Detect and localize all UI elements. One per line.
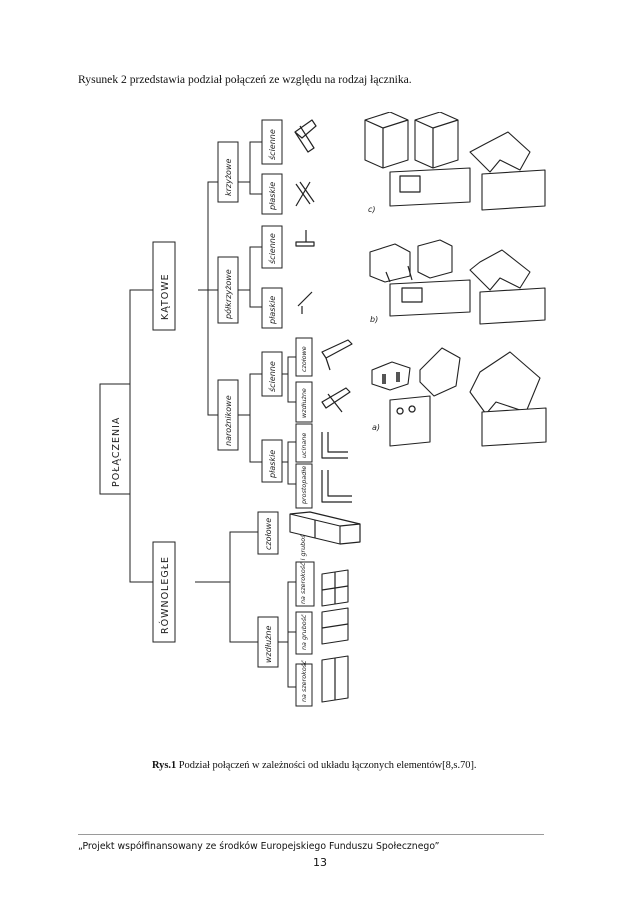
svg-text:na szerokość: na szerokość	[300, 660, 308, 702]
svg-text:prostopadłe: prostopadłe	[300, 466, 308, 505]
leaf-prostopadle: prostopadłe	[295, 463, 313, 509]
row-a-label: a)	[372, 423, 380, 432]
joint-row-a: a)	[371, 347, 547, 447]
sketch-cross-flat	[295, 181, 315, 207]
sketch-cross-wall	[294, 119, 317, 153]
sketch-corner-perp	[321, 470, 352, 503]
leaf-wzdluzne-sub: wzdłużne	[295, 381, 313, 423]
root-label: POŁĄCZENIA	[111, 417, 122, 487]
sub-wzdluzne: wzdłużne	[257, 616, 279, 668]
sketch-corner-long	[321, 387, 351, 413]
sub-polkrzyzowe: półkrzyżowe	[217, 256, 239, 324]
footer-text: „Projekt współfinansowany ze środków Eur…	[78, 841, 440, 852]
leaf-plaskie-3: płaskie	[261, 439, 283, 483]
root-node: POŁĄCZENIA	[99, 383, 131, 495]
svg-text:czołowe: czołowe	[300, 346, 308, 372]
branch-rownolegle-label: RÓWNOLEGŁE	[159, 556, 171, 634]
figure-caption: Rys.1 Podział połączeń w zależności od u…	[152, 760, 572, 771]
sketch-parallel-thick	[321, 607, 349, 645]
row-b-label: b)	[370, 315, 378, 324]
joint-classification-figure: POŁĄCZENIA KĄTOWE RÓWNOLEGŁE krzyżowe pó…	[90, 112, 560, 732]
tree-connectors	[129, 141, 296, 688]
svg-text:płaskie: płaskie	[268, 182, 277, 211]
svg-text:płaskie: płaskie	[268, 450, 277, 479]
sub-wzdluzne-label: wzdłużne	[264, 626, 273, 663]
branch-katowe-label: KĄTOWE	[160, 273, 171, 320]
sub-narozne-label: narożnikowe	[224, 395, 233, 446]
sketch-butt-joint	[289, 511, 361, 545]
footer-divider	[78, 834, 544, 835]
sub-narozne: narożnikowe	[217, 379, 239, 451]
sub-czolowe: czołowe	[257, 511, 279, 555]
leaf-plaskie-2: płaskie	[261, 287, 283, 329]
leaf-plaskie-1: płaskie	[261, 173, 283, 215]
branch-rownolegle: RÓWNOLEGŁE	[152, 541, 176, 643]
intro-paragraph: Rysunek 2 przedstawia podział połączeń z…	[78, 73, 412, 86]
svg-text:na szerokość i grubość: na szerokość i grubość	[299, 531, 307, 604]
svg-text:ucinane: ucinane	[300, 433, 308, 458]
svg-text:ścienne: ścienne	[267, 233, 277, 264]
svg-text:ścienne: ścienne	[267, 361, 277, 392]
joint-row-b: b)	[369, 239, 546, 325]
leaf-na-grubosc: na grubość	[295, 611, 313, 655]
svg-text:wzdłużne: wzdłużne	[300, 388, 308, 418]
leaf-na-szerokosc-grubosc: na szerokość i grubość	[295, 531, 315, 607]
leaf-na-szerokosc: na szerokość	[295, 660, 313, 707]
sub-polkrzyzowe-label: półkrzyżowe	[223, 269, 233, 320]
sketch-corner-end	[321, 339, 353, 371]
sketch-halfcross-flat	[297, 291, 313, 314]
row-c-label: c)	[368, 205, 376, 214]
caption-prefix: Rys.1	[152, 760, 177, 771]
svg-text:na grubość: na grubość	[300, 614, 308, 650]
joint-row-c: c)	[364, 112, 546, 214]
svg-text:płaskie: płaskie	[268, 296, 277, 325]
svg-text:ścienne: ścienne	[267, 129, 277, 160]
sub-krzyzowe: krzyżowe	[217, 141, 239, 203]
sketch-halfcross-wall	[295, 230, 315, 247]
leaf-czolowe-sub: czołowe	[295, 337, 313, 377]
leaf-ucinane: ucinane	[295, 423, 313, 463]
leaf-scienne-1: ścienne	[261, 119, 283, 165]
sketch-corner-cut	[321, 432, 348, 459]
sketch-parallel-block	[321, 569, 349, 607]
figure-drawing: POŁĄCZENIA KĄTOWE RÓWNOLEGŁE krzyżowe pó…	[99, 112, 547, 707]
sketch-parallel-wide	[321, 655, 349, 703]
leaf-scienne-3: ścienne	[261, 351, 283, 397]
caption-text: Podział połączeń w zależności od układu …	[176, 760, 477, 771]
sub-czolowe-label: czołowe	[264, 518, 273, 550]
leaf-scienne-2: ścienne	[261, 225, 283, 269]
branch-katowe: KĄTOWE	[152, 241, 176, 331]
sub-krzyzowe-label: krzyżowe	[224, 159, 233, 196]
page-number: 13	[313, 856, 327, 869]
